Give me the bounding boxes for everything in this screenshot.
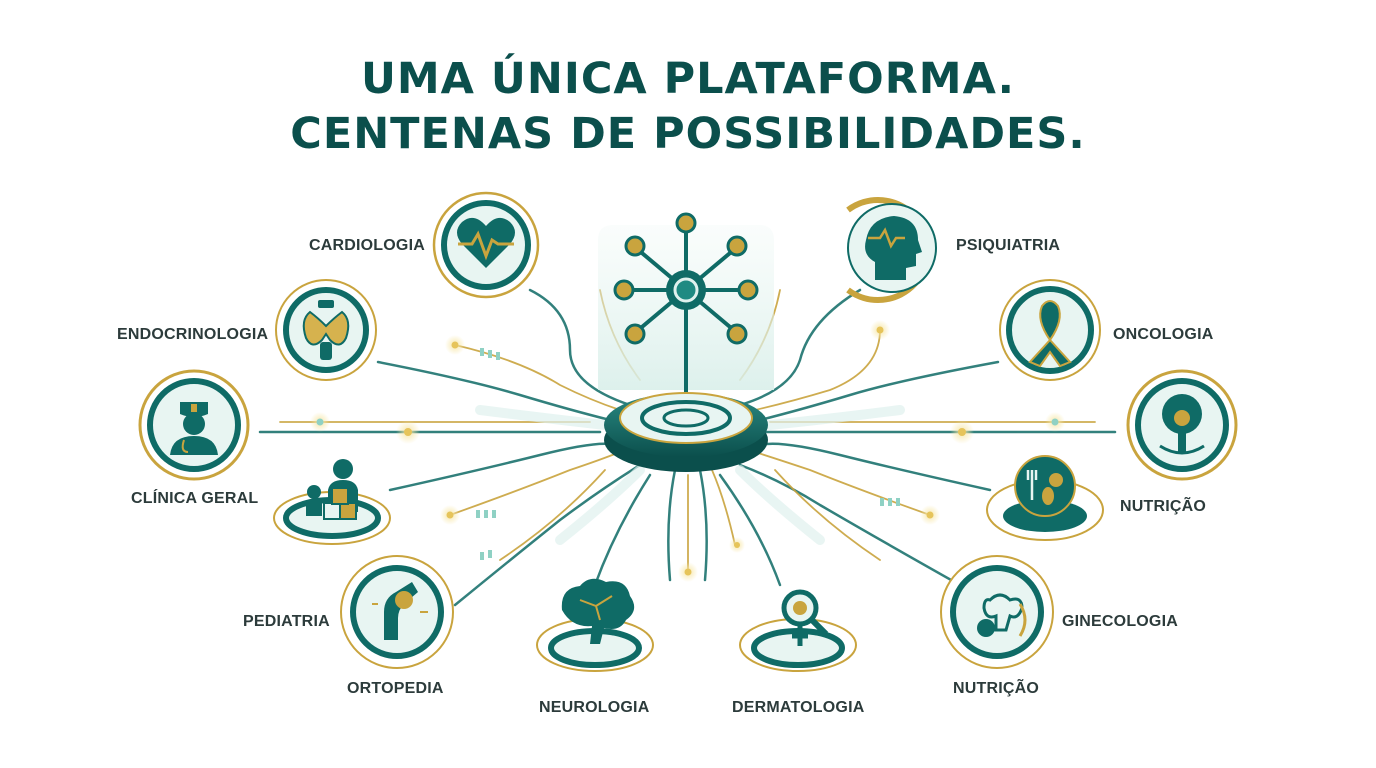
fork-fruit-icon: [1026, 470, 1063, 505]
label-endocrinologia: ENDOCRINOLOGIA: [117, 326, 269, 343]
brain-icon: [561, 578, 635, 644]
badge-clinica-geral[interactable]: [138, 369, 250, 481]
apple-uterus-icon: [977, 593, 1027, 637]
badge-neurologia[interactable]: [536, 578, 654, 672]
head-brain-icon: [865, 216, 922, 280]
label-nutricao-2: NUTRIÇÃO: [953, 680, 1040, 697]
badge-dermatologia[interactable]: [739, 589, 857, 672]
label-pediatria: PEDIATRIA: [243, 613, 330, 630]
label-cardiologia: CARDIOLOGIA: [309, 237, 425, 254]
badge-nutricao-1[interactable]: [986, 455, 1104, 541]
badge-pediatria[interactable]: [273, 459, 391, 545]
label-neurologia: NEUROLOGIA: [539, 699, 650, 716]
knee-joint-icon: [372, 582, 428, 640]
tree-apple-icon: [1159, 394, 1205, 455]
thyroid-icon: [302, 300, 350, 360]
badge-ginecologia[interactable]: [940, 555, 1054, 669]
label-nutricao-1: NUTRIÇÃO: [1120, 498, 1207, 515]
badge-tree[interactable]: [1126, 369, 1238, 481]
heart-pulse-icon: [457, 217, 515, 268]
label-psiquiatria: PSIQUIATRIA: [956, 237, 1061, 254]
magnifier-female-icon: [781, 589, 829, 646]
badge-endocrinologia[interactable]: [275, 279, 377, 381]
nurse-icon: [170, 402, 218, 455]
badge-psiquiatria[interactable]: [846, 197, 937, 303]
title-line-2: CENTENAS DE POSSIBILIDADES.: [290, 109, 1086, 159]
label-oncologia: ONCOLOGIA: [1113, 326, 1214, 343]
label-dermatologia: DERMATOLOGIA: [732, 699, 865, 716]
badge-ortopedia[interactable]: [340, 555, 454, 669]
badge-oncologia[interactable]: [999, 279, 1101, 381]
awareness-ribbon-icon: [1028, 300, 1072, 368]
label-ortopedia: ORTOPEDIA: [347, 680, 444, 697]
network-hub-icon: [613, 212, 759, 400]
central-hub: [598, 212, 774, 472]
connection-lines: [258, 288, 1117, 607]
child-blocks-icon: [306, 459, 358, 520]
label-ginecologia: GINECOLOGIA: [1062, 613, 1178, 630]
title-line-1: UMA ÚNICA PLATAFORMA.: [360, 54, 1016, 104]
glow-dots: [310, 320, 1065, 582]
badge-cardiologia[interactable]: [432, 191, 540, 299]
label-clinica-geral: CLÍNICA GERAL: [131, 490, 259, 507]
